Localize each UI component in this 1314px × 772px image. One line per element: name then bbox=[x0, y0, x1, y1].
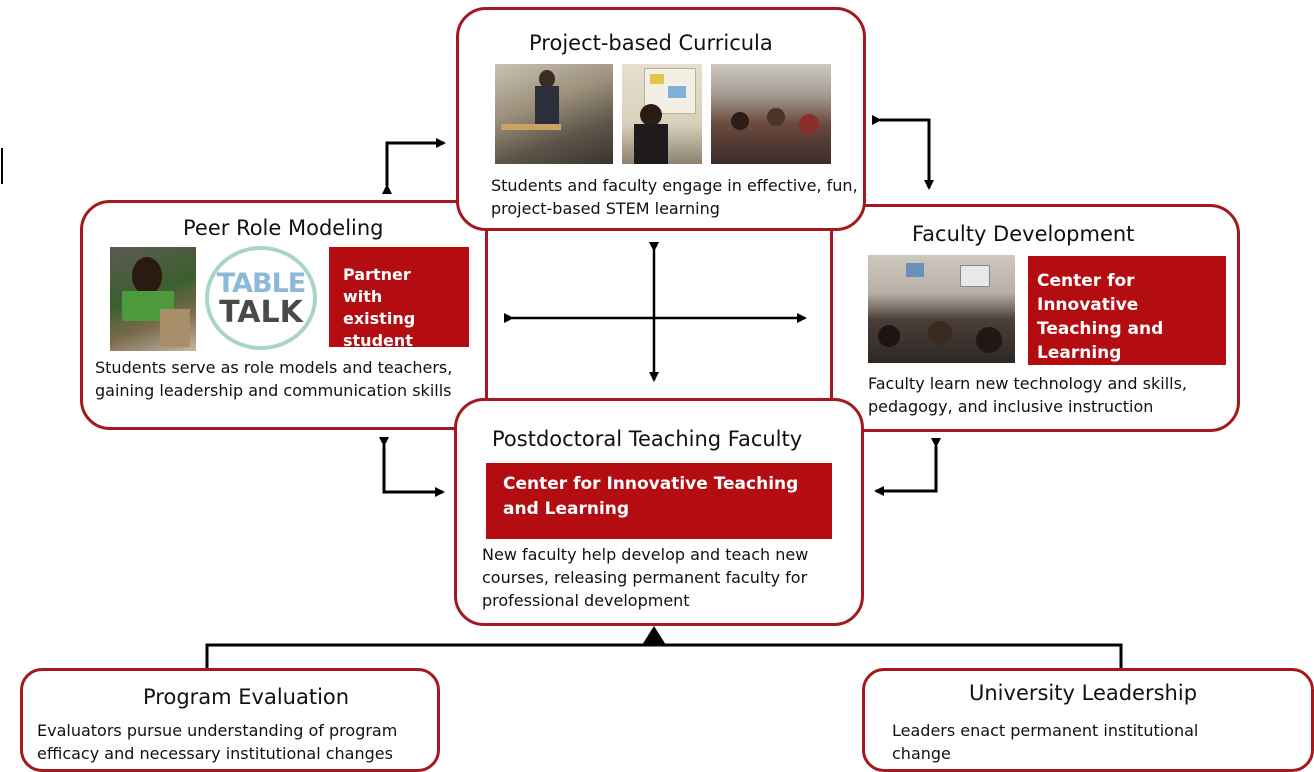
faculty-development-box: Faculty Development Center for Innovativ… bbox=[830, 204, 1240, 432]
peer-role-modeling-box: Peer Role Modeling TABLE TALK Partner wi… bbox=[80, 200, 488, 430]
logo-text-line1: TABLE bbox=[216, 268, 306, 299]
box-description: Evaluators pursue understanding of progr… bbox=[37, 721, 398, 763]
elbow-arrow-top-left bbox=[382, 138, 446, 194]
postdoctoral-teaching-faculty-box: Postdoctoral Teaching Faculty Center for… bbox=[454, 398, 864, 626]
elbow-arrow-bottom-right bbox=[874, 438, 941, 496]
box-description: Students serve as role models and teache… bbox=[95, 358, 453, 400]
lab-photo bbox=[495, 64, 613, 164]
box-title: Program Evaluation bbox=[143, 685, 350, 709]
box-title: Peer Role Modeling bbox=[183, 216, 384, 240]
project-based-curricula-box: Project-based Curricula Students and fac… bbox=[456, 7, 866, 231]
logo-text-line2: TALK bbox=[219, 295, 303, 330]
student-photo bbox=[110, 247, 196, 351]
bracket-triangle bbox=[642, 626, 666, 645]
box-title: Postdoctoral Teaching Faculty bbox=[492, 427, 803, 451]
university-leadership-box: University Leadership Leaders enact perm… bbox=[862, 668, 1314, 772]
box-title: Faculty Development bbox=[912, 222, 1135, 246]
box-description: Students and faculty engage in effective… bbox=[491, 176, 858, 218]
poster-photo bbox=[622, 64, 702, 164]
callout-box: Partner with existing student clubs bbox=[329, 247, 469, 372]
box-title: Project-based Curricula bbox=[529, 31, 773, 55]
faculty-workshop-photo bbox=[868, 255, 1015, 363]
classroom-photo bbox=[711, 64, 831, 164]
callout-box: Center for Innovative Teaching and Learn… bbox=[486, 463, 832, 539]
elbow-arrow-bottom-left bbox=[379, 437, 445, 497]
program-evaluation-box: Program Evaluation Evaluators pursue und… bbox=[20, 668, 440, 772]
box-description: New faculty help develop and teach new c… bbox=[482, 545, 809, 610]
box-description: Leaders enact permanent institutional ch… bbox=[892, 721, 1199, 763]
callout-box: Center for Innovative Teaching and Learn… bbox=[1028, 256, 1226, 365]
box-title: University Leadership bbox=[969, 681, 1198, 705]
elbow-arrow-top-right bbox=[872, 115, 934, 190]
box-description: Faculty learn new technology and skills,… bbox=[868, 374, 1187, 416]
table-talk-logo: TABLE TALK bbox=[205, 246, 317, 350]
bottom-bracket-connector bbox=[205, 643, 1123, 668]
